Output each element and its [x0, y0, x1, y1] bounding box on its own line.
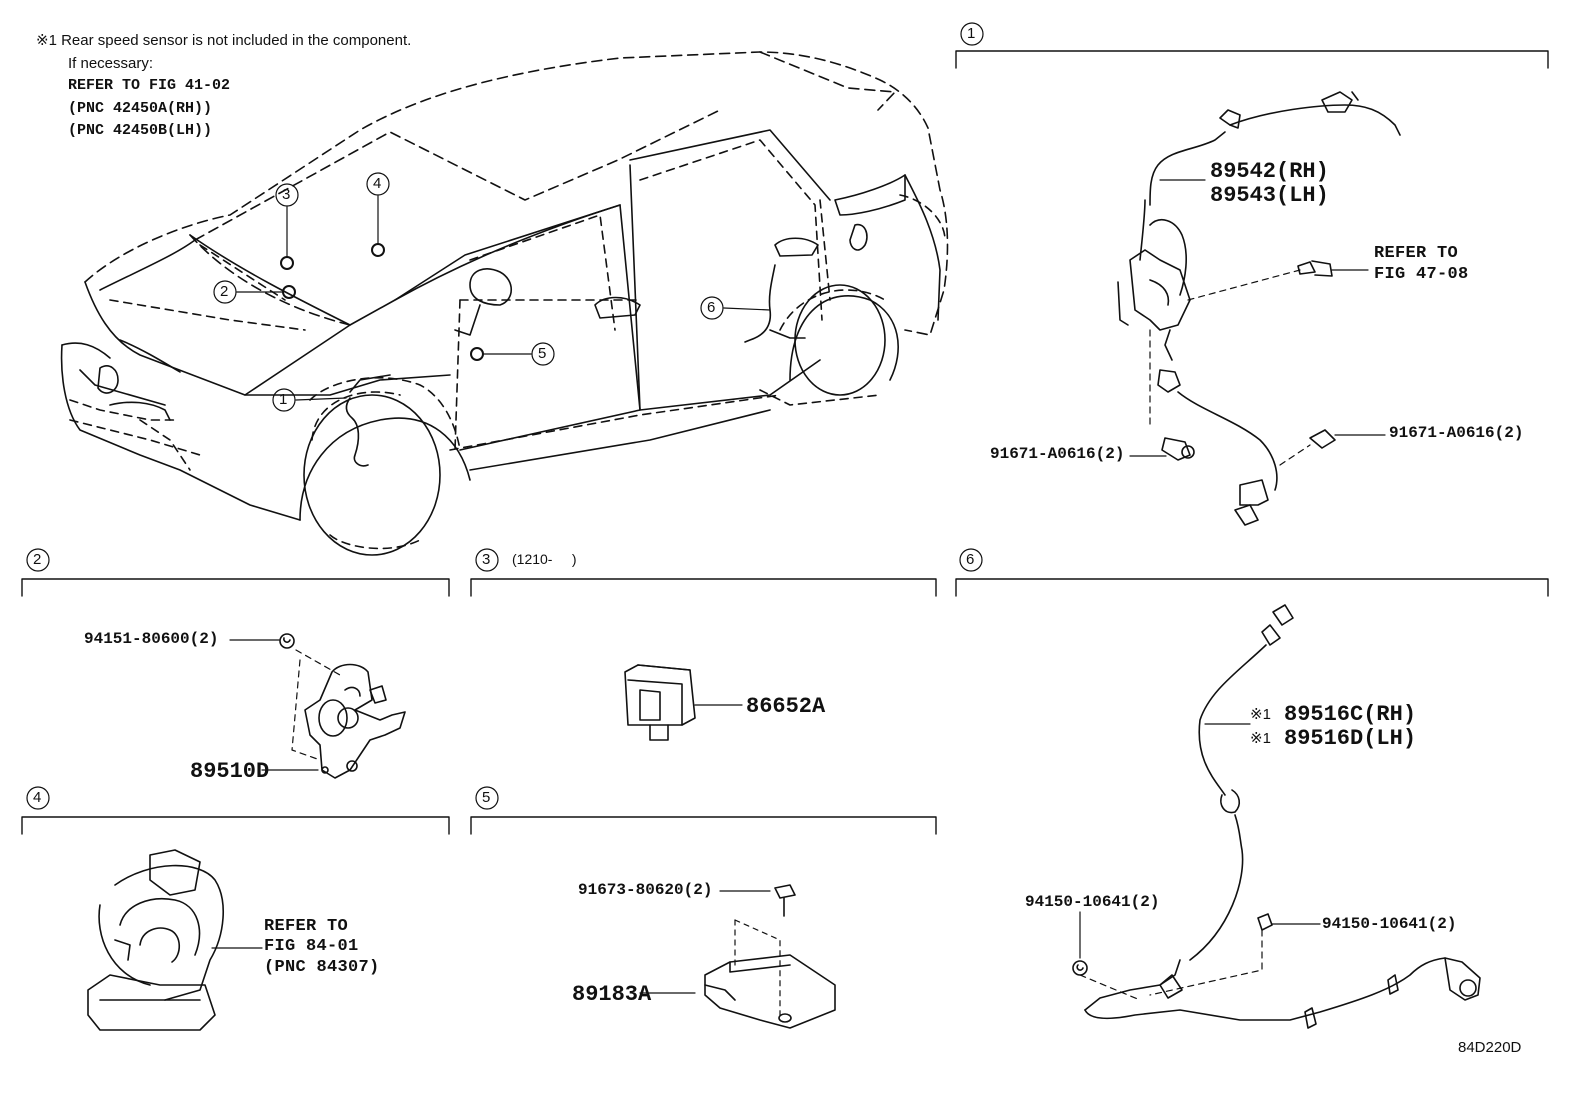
part-89543-lh[interactable]: 89543(LH): [1210, 183, 1329, 208]
relay-drawing: [624, 664, 743, 741]
note-mark-rh: ※1: [1250, 706, 1271, 723]
part-89516c-rh[interactable]: 89516C(RH): [1284, 702, 1417, 727]
bolt-91673-80620[interactable]: 91673-80620(2): [578, 881, 713, 899]
section-3-date-range: (1210- ): [512, 551, 577, 567]
part-89516d-lh[interactable]: 89516D(LH): [1284, 726, 1417, 751]
spiral-cable-drawing: [87, 849, 263, 1031]
refer-fig-84-01-line1[interactable]: REFER TO: [264, 917, 349, 936]
callout-4[interactable]: 4: [373, 175, 382, 192]
note-rear-sensor: ※1 Rear speed sensor is not included in …: [36, 32, 412, 49]
section-5-number: 5: [482, 789, 491, 806]
refer-fig-84-01-line3: (PNC 84307): [264, 958, 380, 977]
refer-fig-84-01-line2[interactable]: FIG 84-01: [264, 937, 359, 956]
part-86652a[interactable]: 86652A: [746, 694, 826, 719]
section-4-number: 4: [33, 789, 42, 806]
bolt-91671-left[interactable]: 91671-A0616(2): [990, 445, 1125, 463]
yaw-rate-sensor-drawing: [229, 633, 406, 779]
callout-3[interactable]: 3: [282, 186, 291, 203]
note-pnc-lh: (PNC 42450B(LH)): [68, 122, 213, 139]
section-6-number: 6: [966, 551, 975, 568]
section-2-number: 2: [33, 551, 42, 568]
section-3-number: 3: [482, 551, 491, 568]
section-frames: [21, 50, 1549, 835]
callout-markers: [236, 195, 771, 401]
nut-94150-left[interactable]: 94150-10641(2): [1025, 893, 1160, 911]
bolt-94151-80600[interactable]: 94151-80600(2): [84, 630, 219, 648]
part-89183a[interactable]: 89183A: [572, 982, 652, 1007]
refer-fig-47-08-line2[interactable]: FIG 47-08: [1374, 265, 1469, 284]
callout-2[interactable]: 2: [220, 283, 229, 300]
nut-94150-right[interactable]: 94150-10641(2): [1322, 915, 1457, 933]
note-mark-lh: ※1: [1250, 730, 1271, 747]
control-module-drawing: [639, 884, 836, 1029]
section-number-circles: [26, 22, 984, 810]
refer-fig-47-08-line1[interactable]: REFER TO: [1374, 244, 1459, 263]
front-speed-sensor-drawing: [1117, 91, 1401, 526]
callout-6[interactable]: 6: [707, 299, 716, 316]
bolt-91671-right[interactable]: 91671-A0616(2): [1389, 424, 1524, 442]
note-pnc-rh: (PNC 42450A(RH)): [68, 100, 213, 117]
part-89542-rh[interactable]: 89542(RH): [1210, 159, 1329, 184]
note-refer-fig[interactable]: REFER TO FIG 41-02: [68, 77, 231, 94]
note-if-necessary: If necessary:: [68, 55, 154, 72]
illustration-code: 84D220D: [1458, 1039, 1522, 1056]
part-89510d[interactable]: 89510D: [190, 759, 270, 784]
vehicle-illustration: [60, 51, 949, 556]
rear-sensor-wire-drawing: [1072, 604, 1481, 1029]
callout-1[interactable]: 1: [279, 391, 288, 408]
callout-5[interactable]: 5: [538, 345, 547, 362]
section-1-number: 1: [967, 25, 976, 42]
